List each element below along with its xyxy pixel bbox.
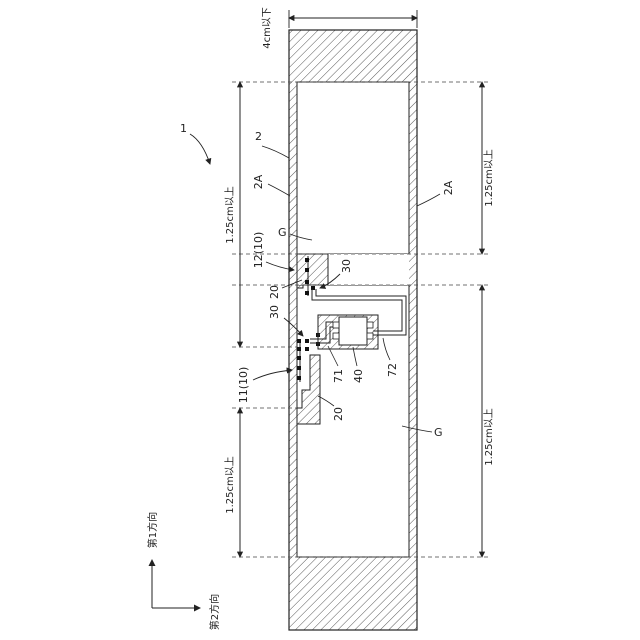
ref-ground-upper: G <box>278 226 287 239</box>
feed-block-upper <box>297 254 328 288</box>
dim-right-upper: 1.25cm以上 <box>483 149 495 207</box>
axis-second-direction: 第2方向 <box>208 594 221 630</box>
ref-ground-lower: G <box>434 426 443 439</box>
ic-pad-right-2 <box>367 333 373 339</box>
ref-ic: 40 <box>352 369 365 383</box>
ref-face-left: 2A <box>252 174 265 189</box>
ref-line-71: 71 <box>332 369 345 383</box>
ic-pad-right <box>367 322 373 328</box>
ic-chip <box>339 317 367 345</box>
dim-width: 4cm以下 <box>262 7 273 49</box>
ref-antenna-lower: 11(10) <box>237 367 250 404</box>
direction-axes <box>152 560 200 608</box>
ic-pad-left <box>333 322 339 328</box>
ref-feed-upper: 20 <box>268 285 281 299</box>
leader-device <box>190 134 210 164</box>
dim-left-lower: 1.25cm以上 <box>224 456 236 514</box>
ground-region-upper <box>297 82 409 254</box>
axis-first-direction: 第1方向 <box>146 512 159 548</box>
ref-substrate: 2 <box>255 130 262 143</box>
ic-pad-left-2 <box>333 333 339 339</box>
ref-chip-lower: 30 <box>268 305 281 319</box>
ref-chip-upper: 30 <box>340 259 353 273</box>
ref-face-right: 2A <box>442 180 455 195</box>
leader-face-right <box>417 194 440 206</box>
leader-face-left <box>268 184 290 196</box>
ref-feed-lower: 20 <box>332 407 345 421</box>
ref-device: 1 <box>180 122 187 135</box>
dim-left-upper: 1.25cm以上 <box>224 186 236 244</box>
dim-right-lower: 1.25cm以上 <box>483 408 495 466</box>
ref-line-72: 72 <box>386 363 399 377</box>
leader-antenna-lower <box>253 370 292 380</box>
ref-antenna-upper: 12(10) <box>252 232 265 269</box>
leader-substrate <box>262 146 289 158</box>
